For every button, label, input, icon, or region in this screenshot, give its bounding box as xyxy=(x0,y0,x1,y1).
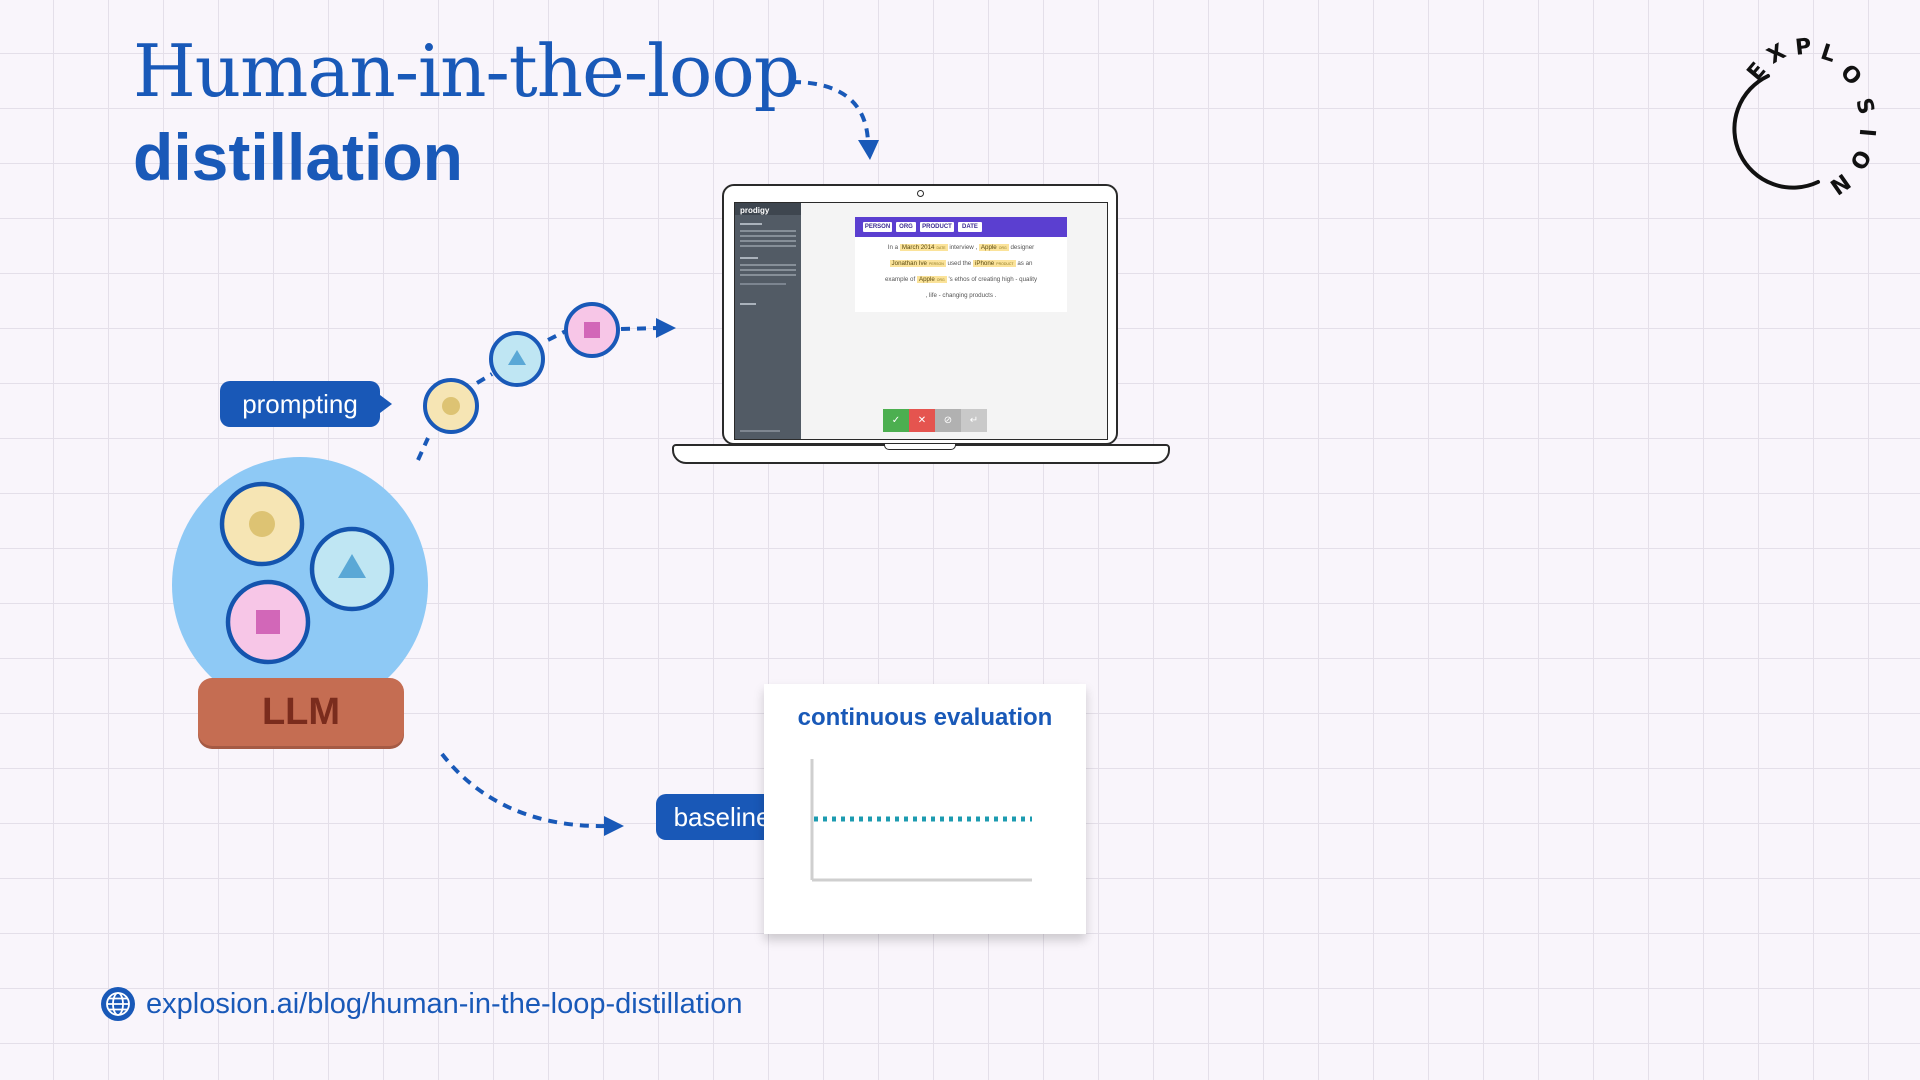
prodigy-screen: prodigy PERSON ORG PRODUCT DATE xyxy=(734,202,1108,440)
arrow-title-to-laptop xyxy=(792,82,868,150)
evaluation-title: continuous evaluation xyxy=(764,704,1086,732)
laptop: prodigy PERSON ORG PRODUCT DATE xyxy=(672,180,1166,470)
llm-token-triangle xyxy=(312,529,392,609)
llm-token-square xyxy=(228,582,308,662)
label-date[interactable]: DATE xyxy=(958,222,982,232)
prodigy-sidebar: prodigy xyxy=(735,203,801,439)
laptop-notch xyxy=(884,444,956,450)
globe-icon xyxy=(100,986,136,1022)
camera-icon xyxy=(917,190,924,197)
laptop-screen-frame: prodigy PERSON ORG PRODUCT DATE xyxy=(722,184,1118,445)
llm-label: LLM xyxy=(198,678,404,746)
prodigy-label-bar: PERSON ORG PRODUCT DATE xyxy=(855,217,1067,237)
label-product[interactable]: PRODUCT xyxy=(920,222,954,232)
evaluation-chart xyxy=(764,744,1086,934)
arrow-baseline xyxy=(442,754,608,826)
label-org[interactable]: ORG xyxy=(896,222,916,232)
ignore-button[interactable]: ⊘ xyxy=(935,409,961,432)
accept-button[interactable]: ✓ xyxy=(883,409,909,432)
prompting-label: prompting xyxy=(220,381,380,427)
undo-button[interactable]: ↵ xyxy=(961,409,987,432)
reject-button[interactable]: ✕ xyxy=(909,409,935,432)
llm-token-circle xyxy=(222,484,302,564)
evaluation-card: continuous evaluation xyxy=(764,684,1086,934)
token-square-pink xyxy=(566,304,618,356)
token-triangle-blue xyxy=(491,333,543,385)
token-circle-yellow xyxy=(425,380,477,432)
label-person[interactable]: PERSON xyxy=(863,222,892,232)
prodigy-brand: prodigy xyxy=(740,206,769,215)
blog-link[interactable]: explosion.ai/blog/human-in-the-loop-dist… xyxy=(146,984,742,1024)
